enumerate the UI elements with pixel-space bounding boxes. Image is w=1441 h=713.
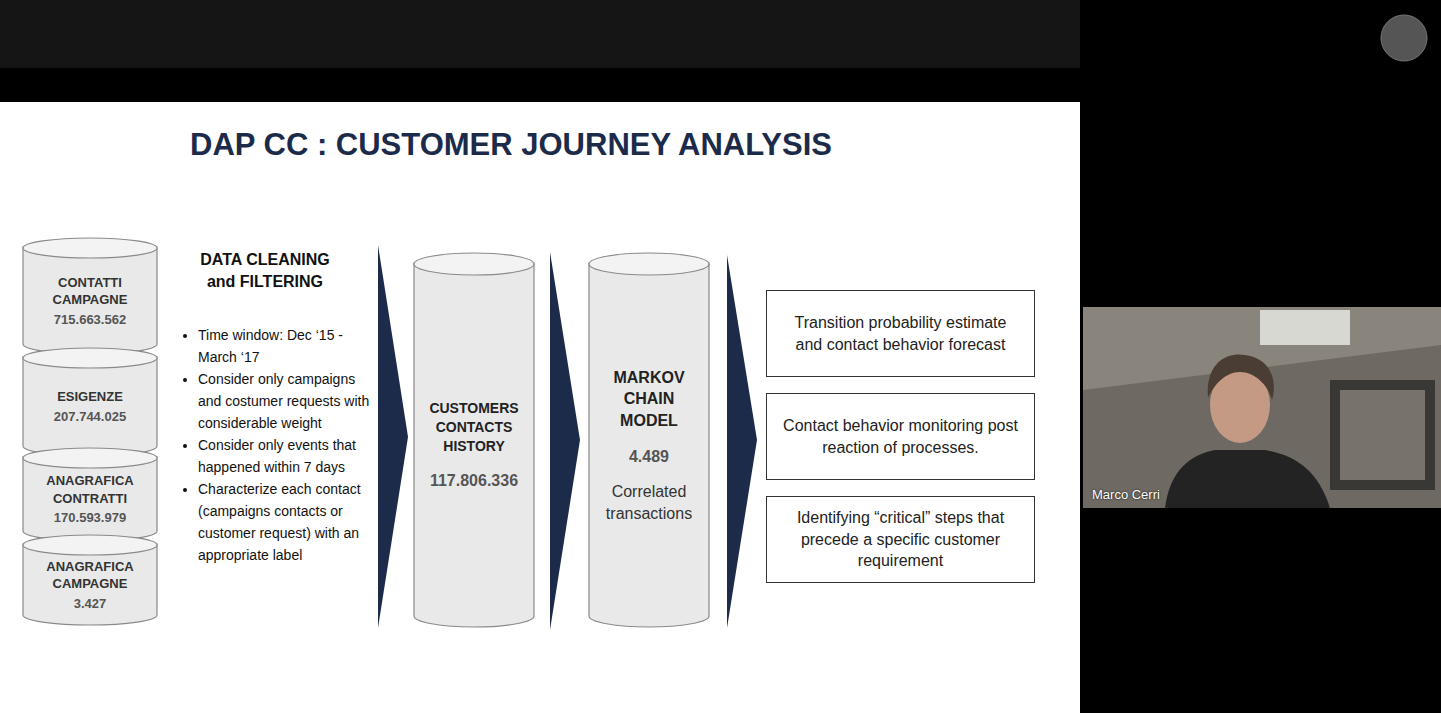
cylinder-body — [23, 544, 157, 625]
cylinder-top — [23, 238, 157, 258]
node-heading: ANAGRAFICA CAMPAGNE — [30, 558, 150, 593]
node-text-area: ANAGRAFICA CAMPAGNE 3.427 — [22, 556, 158, 614]
node-heading: CONTATTI CAMPAGNE — [30, 274, 150, 309]
database-cylinder: CONTATTI CAMPAGNE 715.663.562 — [22, 237, 158, 355]
bullet-text: Consider only campaigns and costumer req… — [198, 371, 369, 431]
bullet-item: Time window: Dec ‘15 - March ‘17 — [198, 324, 372, 368]
node-heading: CUSTOMERS CONTACTS HISTORY — [421, 399, 527, 456]
person-hoodie — [1165, 450, 1330, 508]
node-value: Correlated transactions — [596, 481, 702, 524]
node-text-area: CONTATTI CAMPAGNE 715.663.562 — [22, 259, 158, 343]
database-cylinder: CUSTOMERS CONTACTS HISTORY 117.806.336 — [413, 252, 535, 628]
node-heading: Transition probability estimate and cont… — [781, 312, 1020, 355]
node-text-area: ANAGRAFICA CONTRATTI 170.593.979 — [22, 469, 158, 530]
bullet-text: Time window: Dec ‘15 - March ‘17 — [198, 327, 343, 365]
person-hair — [1208, 354, 1274, 400]
top-bar — [0, 0, 1080, 68]
database-cylinder: ANAGRAFICA CONTRATTI 170.593.979 — [22, 447, 158, 542]
node-text-area: Transition probability estimate and cont… — [767, 291, 1034, 376]
node-heading: Identifying “critical” steps that preced… — [781, 507, 1020, 572]
chevron-arrow — [378, 245, 408, 628]
node-value: 715.663.562 — [54, 311, 126, 329]
cylinder-outline — [588, 252, 710, 628]
node-value: 117.806.336 — [430, 470, 518, 492]
database-cylinder: MARKOV CHAIN MODEL 4.489Correlated transa… — [588, 252, 710, 628]
outcome-box: Contact behavior monitoring post reactio… — [766, 393, 1035, 480]
slide-title: DAP CC : CUSTOMER JOURNEY ANALYSIS — [190, 127, 832, 163]
cylinder-body — [23, 357, 157, 456]
node-heading: ANAGRAFICA CONTRATTI — [30, 472, 150, 507]
node-text-area: ESIGENZE 207.744.025 — [22, 369, 158, 445]
cylinder-top — [23, 535, 157, 555]
cylinder-top — [23, 448, 157, 468]
webcam-frame — [1083, 307, 1441, 508]
cylinder-body — [589, 263, 709, 627]
webcam-video — [1083, 307, 1441, 508]
bullet-list: Time window: Dec ‘15 - March ‘17Consider… — [172, 324, 372, 566]
bullet-item: Consider only campaigns and costumer req… — [198, 368, 372, 434]
skylight — [1260, 310, 1350, 345]
node-value: 207.744.025 — [54, 408, 126, 426]
wall-picture — [1340, 390, 1425, 480]
outcome-box: Transition probability estimate and cont… — [766, 290, 1035, 377]
section-heading: DATA CLEANING and FILTERING — [195, 249, 335, 293]
bullet-item: Consider only events that happened withi… — [198, 434, 372, 478]
cylinder-body — [23, 247, 157, 354]
node-text-area: Contact behavior monitoring post reactio… — [767, 394, 1034, 479]
node-text-area: MARKOV CHAIN MODEL 4.489Correlated transa… — [588, 276, 710, 615]
chevron-arrow — [550, 252, 580, 630]
cylinder-top — [589, 253, 709, 275]
bullet-text: Characterize each contact (campaigns con… — [198, 481, 361, 563]
bullet-item: Characterize each contact (campaigns con… — [198, 478, 372, 566]
node-text-area: Identifying “critical” steps that preced… — [767, 497, 1034, 582]
cylinder-body — [414, 263, 534, 627]
logo-circle — [1381, 15, 1427, 61]
wall-picture — [1330, 380, 1435, 490]
node-heading: ESIGENZE — [57, 388, 123, 406]
bullet-text: Consider only events that happened withi… — [198, 437, 356, 475]
cylinder-body — [23, 457, 157, 541]
node-value: 170.593.979 — [54, 509, 126, 527]
node-value: 4.489 — [629, 446, 669, 468]
slide-background — [0, 102, 1080, 713]
cylinder-top — [23, 348, 157, 368]
participant-name: Marco Cerri — [1092, 487, 1160, 502]
node-text-area: CUSTOMERS CONTACTS HISTORY 117.806.336 — [413, 276, 535, 615]
outcome-box: Identifying “critical” steps that preced… — [766, 496, 1035, 583]
database-cylinder: ANAGRAFICA CAMPAGNE 3.427 — [22, 534, 158, 626]
database-cylinder: ESIGENZE 207.744.025 — [22, 347, 158, 457]
node-value: 3.427 — [74, 595, 107, 613]
node-heading: MARKOV CHAIN MODEL — [596, 367, 702, 432]
chevron-arrow — [727, 255, 757, 628]
node-heading: Contact behavior monitoring post reactio… — [781, 415, 1020, 458]
cylinder-top — [414, 253, 534, 275]
